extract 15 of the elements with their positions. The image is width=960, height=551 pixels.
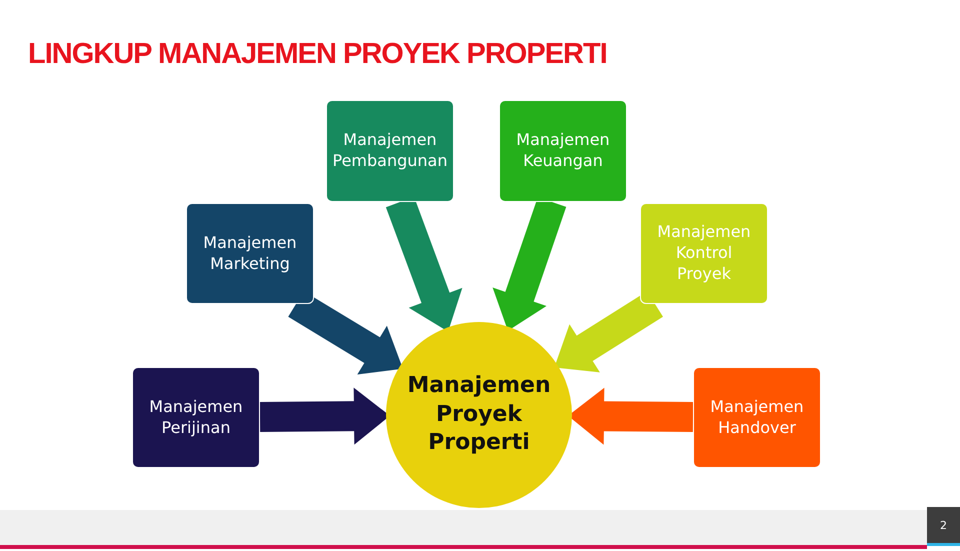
node-label: Manajemen Pembangunan: [332, 130, 448, 172]
node-label: Manajemen Handover: [709, 396, 805, 438]
node-label: Manajemen Keuangan: [515, 130, 611, 172]
node-label: Manajemen Perijinan: [148, 396, 244, 438]
node-label: Manajemen Kontrol Proyek: [656, 222, 752, 285]
topic-box: [186, 203, 314, 304]
topic-box: [499, 100, 627, 202]
topic-box: [132, 367, 260, 468]
node-label: Manajemen Proyek Properti: [406, 372, 552, 458]
topic-box: [640, 203, 768, 304]
topic-box: [693, 367, 821, 468]
page-number: 2: [927, 507, 960, 546]
slide-title: LINGKUP MANAJEMEN PROYEK PROPERTI: [28, 38, 607, 71]
node-label: Manajemen Marketing: [202, 232, 298, 274]
topic-box: [326, 100, 454, 202]
